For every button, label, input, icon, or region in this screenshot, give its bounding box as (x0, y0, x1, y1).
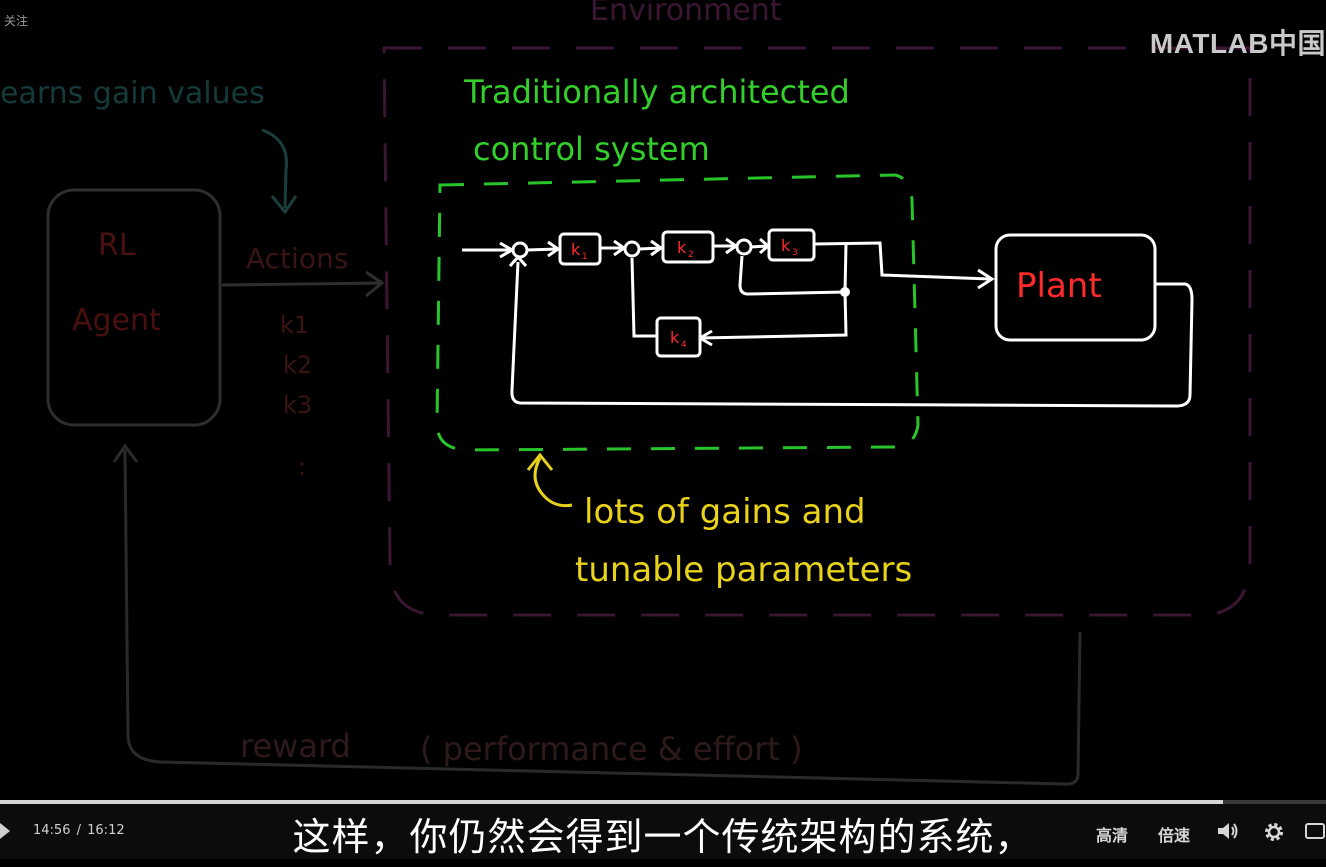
control-title-2: control system (473, 130, 710, 168)
gains-note-2: tunable parameters (575, 550, 912, 590)
svg-text:k: k (670, 328, 680, 347)
signal-lines (462, 237, 1194, 408)
agent-label-1: RL (98, 228, 136, 263)
learns-arrow (261, 128, 288, 209)
progress-bar[interactable] (0, 800, 1326, 804)
svg-text:k: k (781, 236, 791, 255)
progress-fill (0, 800, 1223, 804)
fullscreen-icon[interactable] (1304, 820, 1326, 842)
plant-box (994, 233, 1157, 342)
gains-note-1: lots of gains and (584, 492, 866, 532)
environment-label: Environment (590, 0, 782, 28)
reward-label: reward (240, 727, 351, 765)
branch-node (840, 287, 850, 297)
reward-path (123, 449, 1082, 786)
rl-agent-box (46, 188, 222, 427)
play-icon[interactable] (0, 820, 14, 842)
svg-text:4: 4 (681, 340, 687, 350)
total-time: 16:12 (87, 823, 125, 838)
control-title-1: Traditionally architected (463, 73, 850, 111)
reward-detail: ( performance & effort ) (420, 730, 803, 768)
time-separator: / (76, 823, 81, 838)
time-display: 14:56 / 16:12 (32, 823, 126, 838)
svg-text:2: 2 (688, 250, 694, 260)
control-system-boundary (435, 173, 920, 452)
diagram-canvas: Environment earns gain values RL Agent A… (0, 0, 1252, 786)
volume-icon[interactable] (1216, 820, 1240, 842)
player-controls: 14:56 / 16:12 高清 倍速 (0, 800, 1326, 859)
plant-label: Plant (1016, 266, 1102, 306)
action-item: k3 (283, 391, 312, 419)
actions-label: Actions (246, 242, 348, 275)
action-item: k1 (280, 311, 309, 339)
svg-text:k: k (571, 240, 581, 259)
quality-button[interactable]: 高清 (1096, 826, 1129, 845)
watermark-logo: MATLAB中国 (1149, 28, 1326, 59)
video-frame[interactable]: Environment earns gain values RL Agent A… (0, 0, 1326, 800)
agent-label-2: Agent (72, 303, 161, 338)
learns-note: earns gain values (0, 76, 265, 111)
actions-arrow (221, 281, 383, 287)
svg-text:1: 1 (582, 252, 588, 262)
action-item: k2 (283, 351, 312, 379)
current-time: 14:56 (33, 823, 71, 838)
gain-block-k4: k 4 (655, 316, 702, 358)
gain-block-k3: k 3 (767, 228, 816, 262)
follow-label[interactable]: 关注 (4, 14, 29, 28)
svg-text:k: k (677, 238, 687, 257)
gain-block-k2: k 2 (661, 230, 715, 264)
svg-text:3: 3 (792, 248, 798, 258)
speed-button[interactable]: 倍速 (1158, 826, 1191, 845)
action-item: : (298, 453, 306, 481)
gains-note-arrow (533, 457, 573, 508)
gain-block-k1: k 1 (558, 232, 602, 266)
settings-icon[interactable] (1262, 820, 1286, 844)
